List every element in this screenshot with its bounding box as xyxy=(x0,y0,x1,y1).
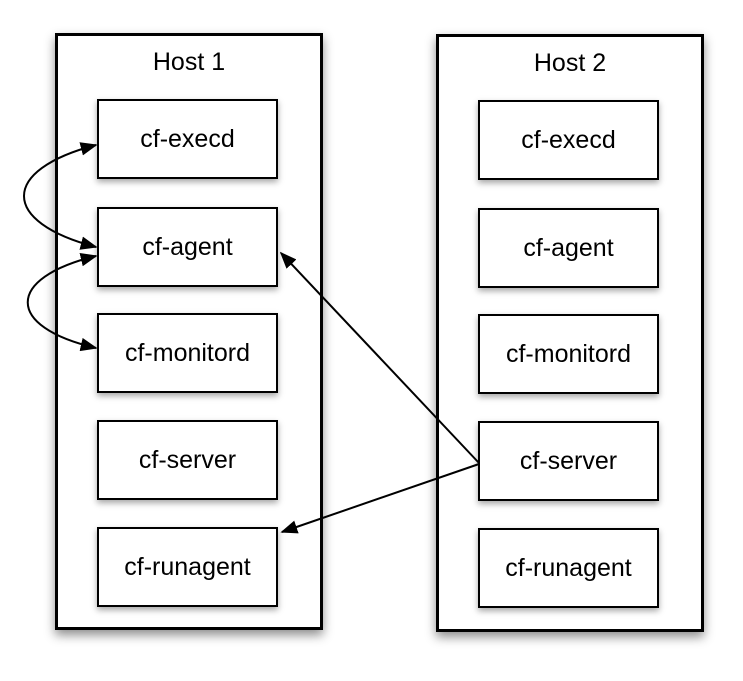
component-label: cf-monitord xyxy=(124,338,251,367)
host2-component-cf-execd: cf-execd xyxy=(478,100,659,180)
host2-component-cf-runagent: cf-runagent xyxy=(478,528,659,608)
component-label: cf-runagent xyxy=(124,552,251,581)
host1-component-cf-server: cf-server xyxy=(97,420,278,500)
host1-component-cf-monitord: cf-monitord xyxy=(97,313,278,393)
component-label: cf-execd xyxy=(140,124,235,153)
host2-box: Host 2 cf-execd cf-agent cf-monitord cf-… xyxy=(436,34,704,632)
component-label: cf-agent xyxy=(142,232,233,261)
host2-component-cf-monitord: cf-monitord xyxy=(478,314,659,394)
host2-title: Host 2 xyxy=(533,49,607,77)
component-label: cf-server xyxy=(519,446,618,475)
host1-box: Host 1 cf-execd cf-agent cf-monitord cf-… xyxy=(55,33,323,630)
host1-title: Host 1 xyxy=(152,48,226,76)
host2-component-cf-server: cf-server xyxy=(478,421,659,501)
host1-component-cf-runagent: cf-runagent xyxy=(97,527,278,607)
component-label: cf-server xyxy=(138,445,237,474)
component-label: cf-monitord xyxy=(505,339,632,368)
component-label: cf-runagent xyxy=(505,553,632,582)
host1-component-cf-execd: cf-execd xyxy=(97,99,278,179)
component-label: cf-execd xyxy=(521,125,616,154)
host2-component-cf-agent: cf-agent xyxy=(478,208,659,288)
host1-component-cf-agent: cf-agent xyxy=(97,207,278,287)
component-label: cf-agent xyxy=(523,233,614,262)
